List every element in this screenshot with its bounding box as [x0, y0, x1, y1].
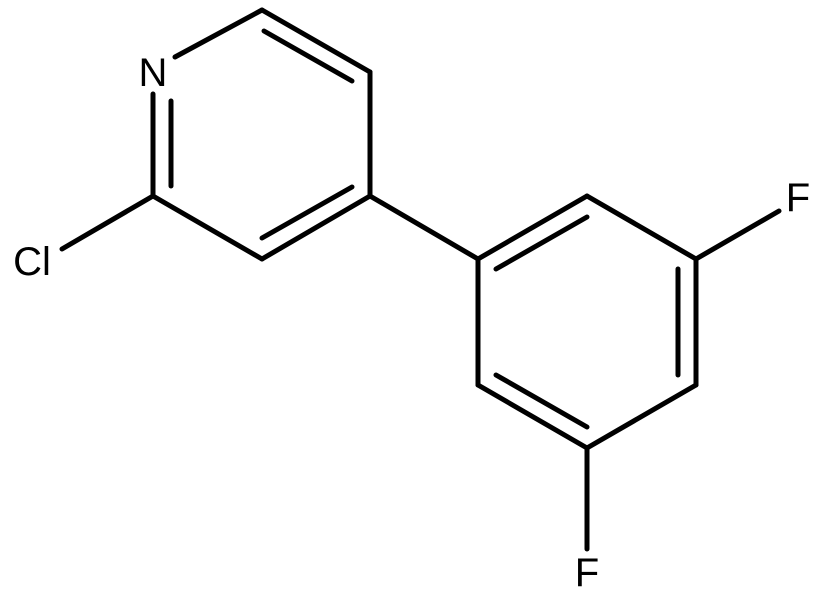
fluorine-top-label: F — [786, 176, 810, 220]
bond-c4-c3-double — [259, 184, 355, 241]
bond-n-c6 — [172, 7, 265, 60]
nitrogen-label: N — [139, 51, 168, 95]
bond-c3p-f — [693, 208, 782, 262]
bond-c5p-c6p-double — [493, 372, 590, 430]
bond-c4p-c5p — [584, 382, 699, 451]
bond-c1-c2p — [475, 193, 590, 262]
bond-biaryl — [367, 193, 481, 262]
bond-c6-c5-double — [261, 28, 355, 84]
difluorophenyl-ring — [475, 193, 699, 451]
bond-c1-c2p-double — [493, 214, 590, 272]
bond-c3-c2 — [150, 193, 265, 262]
bond-c6-c5 — [259, 7, 373, 75]
chlorine-label: Cl — [13, 240, 51, 284]
bond-c2-cl — [59, 193, 156, 252]
bond-c2p-c3p — [584, 193, 699, 262]
bond-c4-c3 — [259, 193, 373, 262]
bond-c5p-c6p — [475, 382, 590, 451]
fluorine-bottom-label: F — [575, 551, 599, 595]
pyridine-ring — [150, 7, 373, 262]
